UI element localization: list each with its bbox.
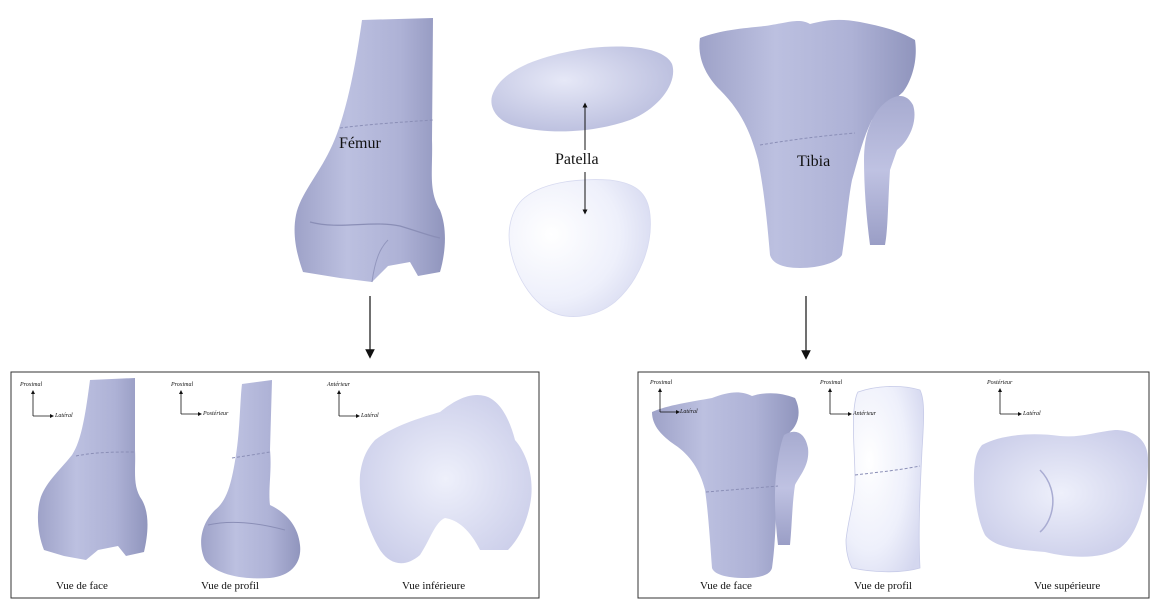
tibia-front-caption: Vue de face — [700, 580, 752, 592]
femur-inferior-axis-right-label: Latéral — [361, 413, 379, 419]
tibia-profile-axis-up-label: Proximal — [820, 380, 842, 386]
tibia-label: Tibia — [797, 153, 830, 170]
patella-model-front — [509, 180, 650, 317]
tibia-front-axis-right-label: Latéral — [680, 409, 698, 415]
tibia-superior-caption: Vue supérieure — [1034, 580, 1100, 592]
patella-model-side — [491, 47, 673, 132]
femur-inferior-axis-up-label: Antérieur — [327, 382, 350, 388]
tibia-superior-axis-up-label: Postérieur — [987, 380, 1012, 386]
femur-profile-axis-right-label: Postérieur — [203, 411, 228, 417]
tibia-profile-axis-right-label: Antérieur — [853, 411, 876, 417]
tibia-superior-view — [974, 430, 1148, 557]
tibia-profile-caption: Vue de profil — [854, 580, 912, 592]
patella-label: Patella — [555, 151, 599, 168]
femur-profile-axis-up-label: Proximal — [171, 382, 193, 388]
femur-front-axis-up-label: Proximal — [20, 382, 42, 388]
tibia-front-axis-up-label: Proximal — [650, 380, 672, 386]
femur-inferior-caption: Vue inférieure — [402, 580, 465, 592]
femur-label: Fémur — [339, 135, 381, 152]
tibia-model — [699, 20, 915, 268]
femur-front-caption: Vue de face — [56, 580, 108, 592]
femur-profile-caption: Vue de profil — [201, 580, 259, 592]
tibia-superior-axis-right-label: Latéral — [1023, 411, 1041, 417]
femur-front-axis-right-label: Latéral — [55, 413, 73, 419]
